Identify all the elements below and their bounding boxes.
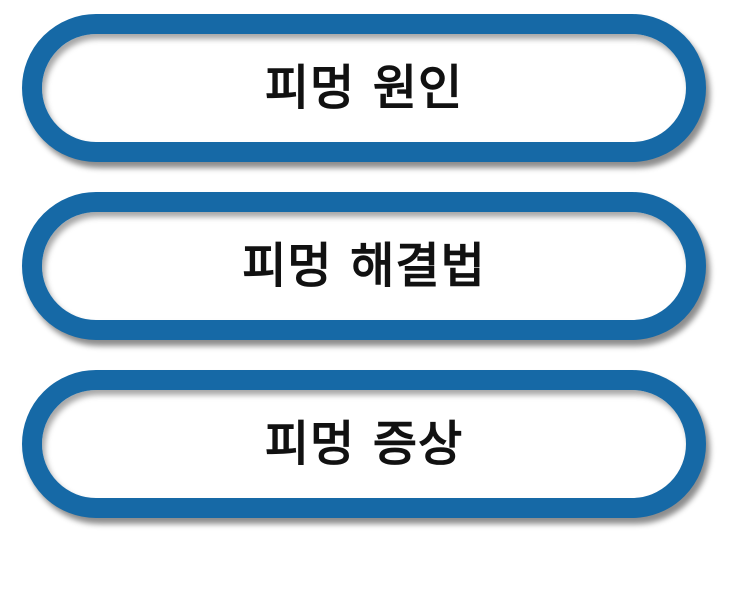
bruise-remedy-label: 피멍 해결법 <box>242 238 486 294</box>
bruise-symptom-label: 피멍 증상 <box>264 416 464 472</box>
bruise-remedy-button[interactable]: 피멍 해결법 <box>22 192 706 340</box>
bruise-cause-label: 피멍 원인 <box>264 60 464 116</box>
bruise-symptom-button[interactable]: 피멍 증상 <box>22 370 706 518</box>
bruise-cause-button[interactable]: 피멍 원인 <box>22 14 706 162</box>
